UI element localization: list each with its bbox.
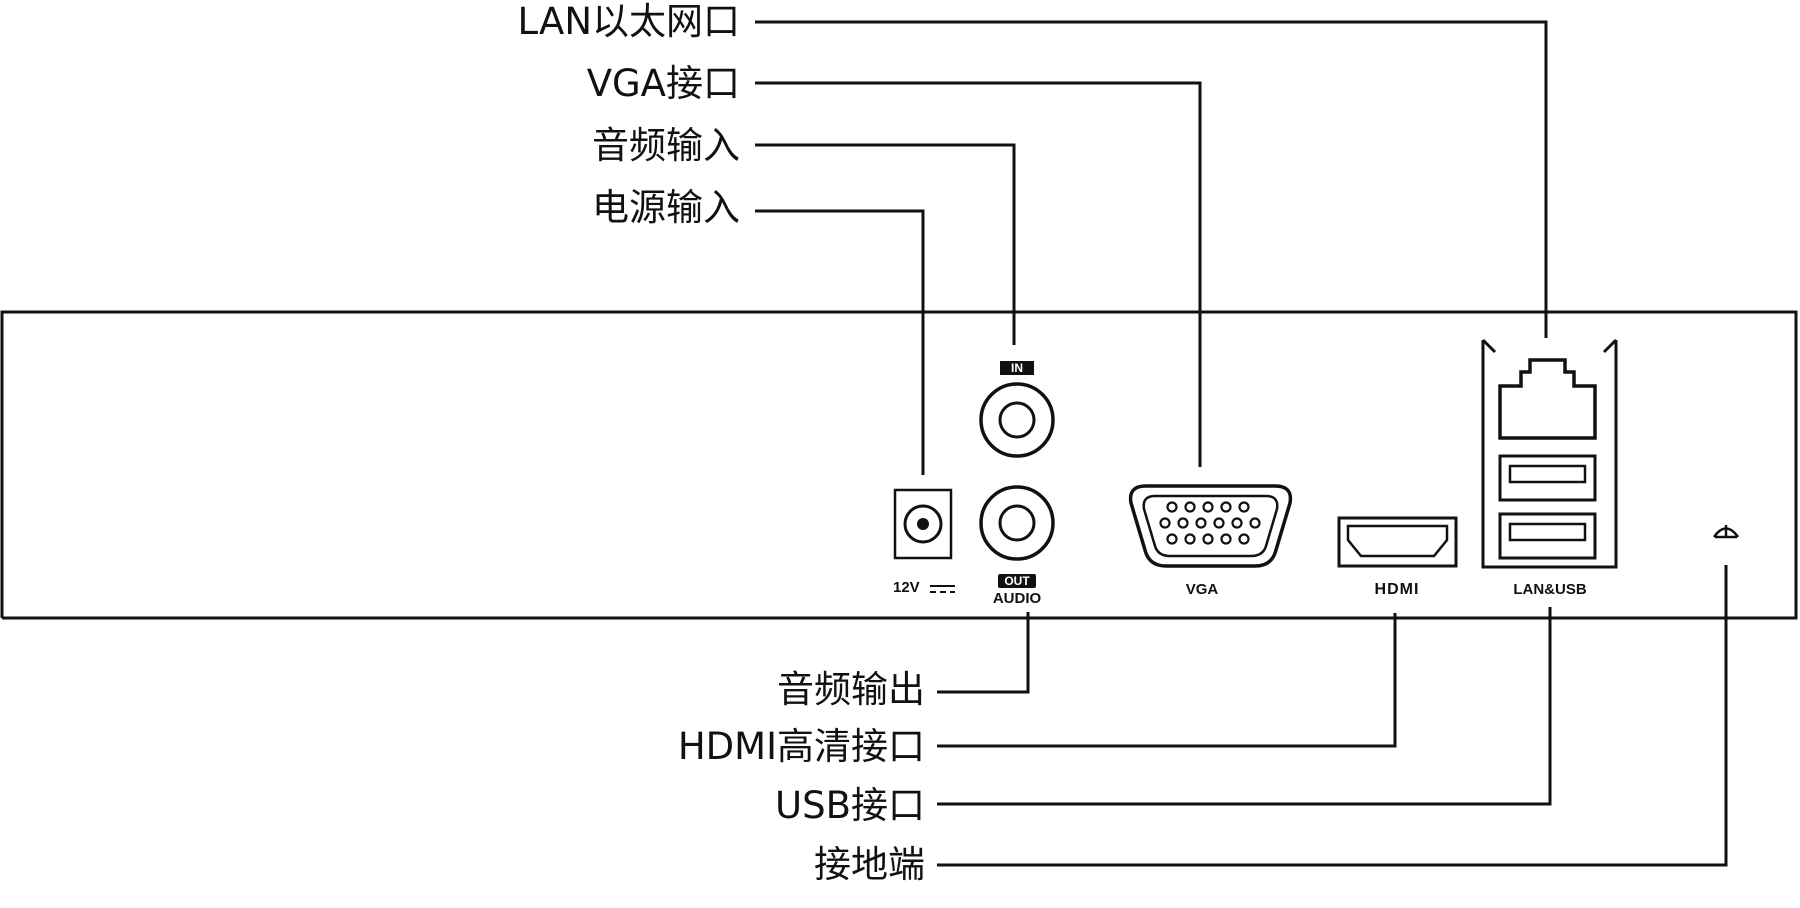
lan-usb-marking: LAN&USB [1513,581,1586,598]
power-jack [893,488,953,560]
audio-in-leader-line [755,143,1016,345]
lan-port-label: LAN以太网口 [517,0,740,43]
audio-marking: AUDIO [993,590,1042,607]
ground-leader-line [937,565,1728,867]
audio-out-jack-outer [979,485,1055,561]
ground-terminal-label: 接地端 [814,843,925,886]
vga-marking: VGA [1186,581,1219,598]
audio-in-badge [1000,361,1034,375]
dc-symbol-icon [930,585,955,593]
hdmi-marking: HDMI [1375,581,1420,598]
power-leader-line [755,209,925,475]
audio-out-badge-text: OUT [1004,574,1030,588]
audio-out-badge [998,574,1036,588]
audio-out-leader-line [937,612,1030,694]
hdmi-port-label: HDMI高清接口 [677,725,925,768]
ground-terminal-icon [1712,525,1740,539]
vga-port-label: VGA接口 [586,62,740,105]
rj45-port [1498,358,1597,440]
power-jack-pin [917,518,929,530]
hdmi-port-frame [1337,516,1458,568]
lan-usb-block-outline [1481,340,1618,569]
vga-connector-outer [1128,484,1293,568]
power-in-label: 电源输入 [592,186,740,229]
audio-in-label: 音频输入 [592,124,740,167]
audio-out-label: 音频输出 [777,668,925,711]
device-panel-outline [0,310,1798,620]
hdmi-leader-line [937,613,1397,748]
usb-port-upper [1498,454,1597,502]
lan-leader-line [755,20,1548,338]
audio-out-jack-inner [998,504,1036,542]
vga-connector-inner [1142,494,1279,558]
power-jack-ring [903,504,943,544]
audio-in-jack-inner [998,401,1036,439]
vga-pins [1159,501,1261,545]
audio-in-badge-text: IN [1011,361,1023,375]
usb-port-lower [1498,512,1597,560]
power-voltage-marking: 12V [893,579,920,596]
hdmi-port-inner [1346,524,1449,558]
usb-port-label: USB接口 [775,784,925,827]
usb-leader-line [937,607,1552,806]
audio-in-jack-outer [979,382,1055,458]
vga-leader-line [755,81,1202,467]
